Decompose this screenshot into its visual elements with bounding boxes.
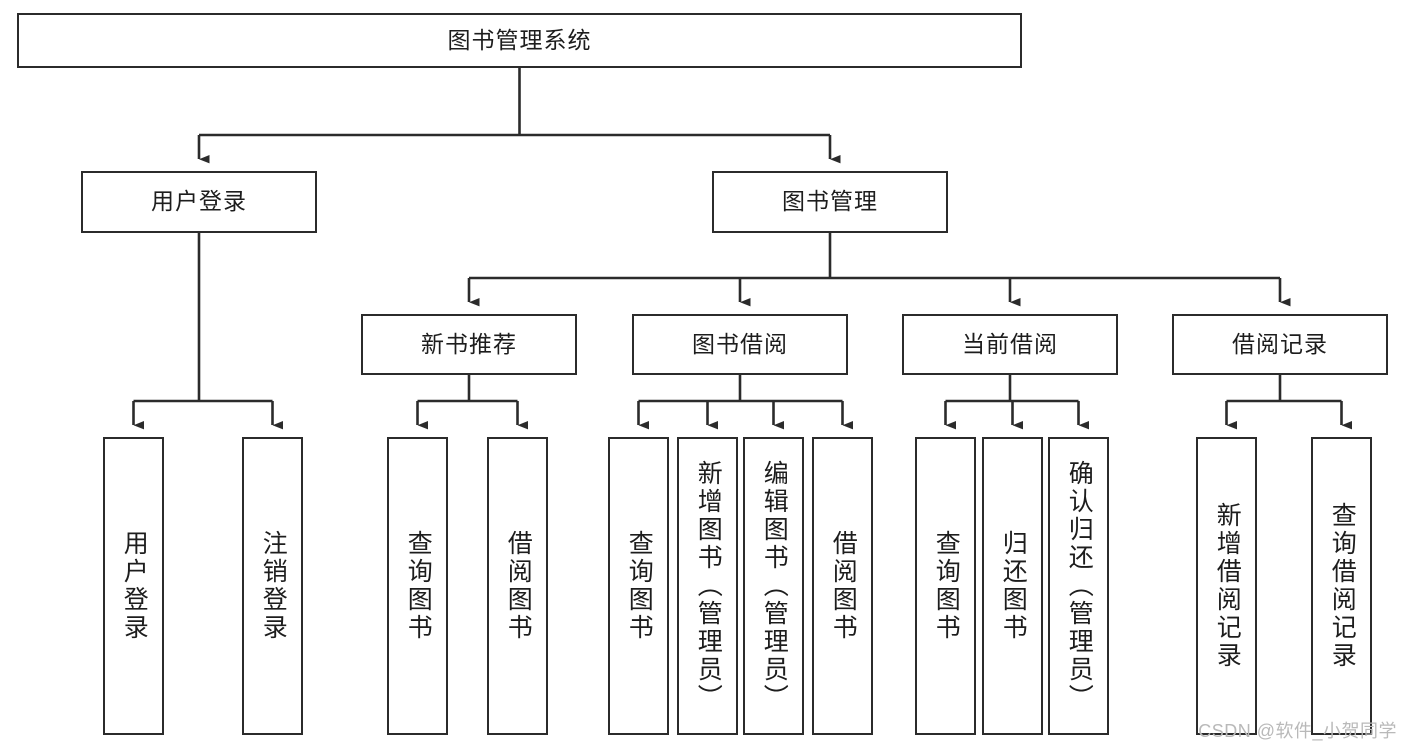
node-l_conf[interactable]: 确认归还（管理员） [1048,437,1109,735]
node-label: 注销登录 [259,530,288,642]
node-l_ret[interactable]: 归还图书 [982,437,1043,735]
node-label: 借阅图书 [829,530,858,642]
node-label: 新书推荐 [421,330,517,357]
node-label: 新增借阅记录 [1213,502,1242,670]
node-bookmgmt[interactable]: 图书管理 [712,171,948,233]
node-label: 用户登录 [151,188,247,215]
node-l_logout[interactable]: 注销登录 [242,437,303,735]
node-label: 查询图书 [404,530,433,642]
node-root[interactable]: 图书管理系统 [17,13,1022,68]
node-label: 查询借阅记录 [1328,502,1357,670]
node-label: 图书管理系统 [447,26,592,53]
node-l_q2[interactable]: 查询图书 [608,437,669,735]
node-l_addrec[interactable]: 新增借阅记录 [1196,437,1257,735]
node-l_q3[interactable]: 查询图书 [915,437,976,735]
node-label: 确认归还（管理员） [1065,460,1094,712]
node-l_edit[interactable]: 编辑图书（管理员） [743,437,804,735]
node-l_q1[interactable]: 查询图书 [387,437,448,735]
node-label: 借阅图书 [504,530,533,642]
node-current[interactable]: 当前借阅 [902,314,1118,375]
node-l_b1[interactable]: 借阅图书 [487,437,548,735]
node-label: 新增图书（管理员） [694,460,723,712]
watermark: CSDN @软件_小贺同学 [1198,721,1397,741]
node-label: 查询图书 [625,530,654,642]
node-l_login[interactable]: 用户登录 [103,437,164,735]
node-newbook[interactable]: 新书推荐 [361,314,577,375]
node-borrow[interactable]: 图书借阅 [632,314,848,375]
node-label: 当前借阅 [962,330,1058,357]
node-label: 编辑图书（管理员） [760,460,789,712]
node-label: 图书管理 [782,188,878,215]
node-l_qrec[interactable]: 查询借阅记录 [1311,437,1372,735]
node-label: 借阅记录 [1232,330,1328,357]
node-label: 用户登录 [120,530,149,642]
node-label: 归还图书 [999,530,1028,642]
node-records[interactable]: 借阅记录 [1172,314,1388,375]
node-label: 查询图书 [932,530,961,642]
node-label: 图书借阅 [692,330,788,357]
node-l_add[interactable]: 新增图书（管理员） [677,437,738,735]
node-login[interactable]: 用户登录 [81,171,317,233]
node-l_b2[interactable]: 借阅图书 [812,437,873,735]
